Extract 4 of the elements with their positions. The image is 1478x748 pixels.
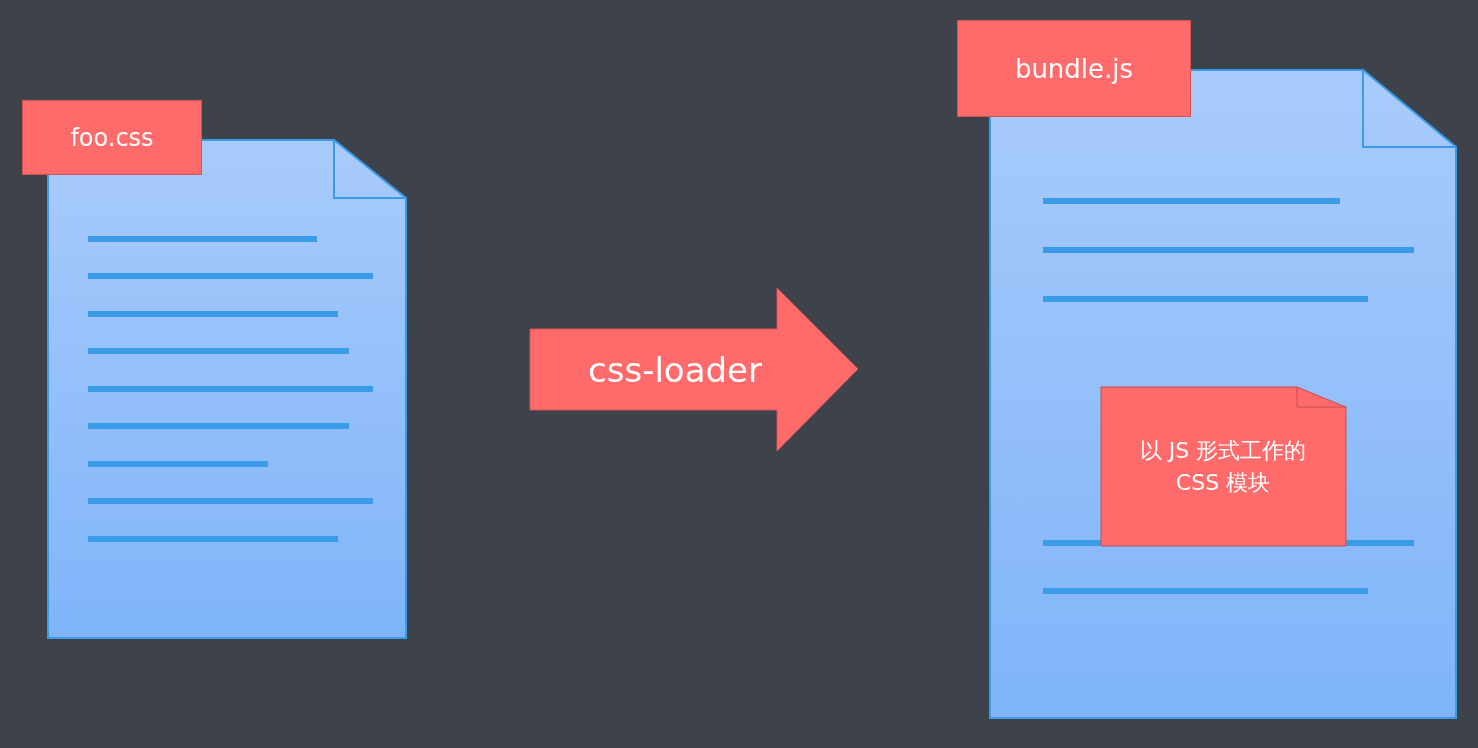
file-tag: bundle.js — [957, 20, 1191, 117]
note-text: 以 JS 形式工作的 CSS 模块 — [1138, 437, 1308, 497]
file-tag: foo.css — [22, 100, 202, 175]
arrow-label: css-loader — [587, 348, 763, 392]
